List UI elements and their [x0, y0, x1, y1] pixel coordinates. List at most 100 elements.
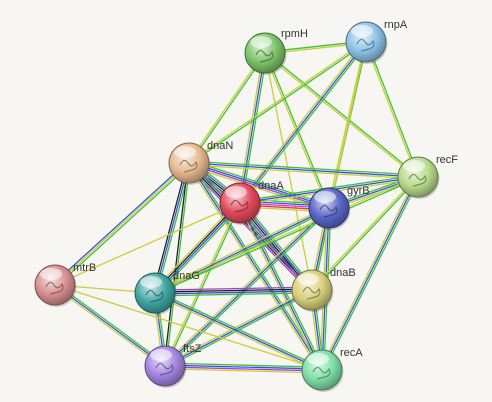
node-dnaN[interactable]: dnaN — [168, 140, 233, 185]
edge-line-yellow — [152, 200, 239, 292]
edge-line-green — [366, 41, 420, 178]
edge-line-yellow — [53, 285, 165, 369]
node-highlight — [250, 36, 272, 48]
edge-dnaA-dnaG[interactable] — [152, 200, 243, 296]
edge-dnaB-dnaG[interactable] — [154, 286, 313, 297]
edge-line-yellow — [54, 162, 190, 286]
edge-line-blue — [164, 289, 313, 367]
node-highlight — [403, 160, 425, 172]
node-label-dnaN: dnaN — [207, 140, 233, 152]
edge-line-blue — [154, 162, 190, 294]
protein-structure-icon — [356, 38, 375, 52]
protein-structure-icon — [312, 366, 331, 380]
node-recA[interactable]: recA — [301, 347, 363, 392]
protein-structure-icon — [45, 281, 64, 295]
node-highlight — [174, 146, 196, 158]
edge-line-green — [264, 51, 420, 177]
edge-rnpA-dnaA[interactable] — [237, 40, 369, 205]
edge-dnaA-mtrB[interactable] — [54, 202, 241, 286]
edge-rpmH-recF[interactable] — [263, 51, 420, 179]
edge-rpmH-dnaN[interactable] — [187, 51, 267, 165]
edge-line-yellow — [153, 175, 419, 293]
edge-line-purple — [154, 286, 313, 291]
node-rnpA[interactable]: rnpA — [345, 19, 408, 64]
edge-line-black — [163, 162, 189, 367]
edge-line-yellow — [187, 51, 265, 164]
node-dnaG[interactable]: dnaG — [134, 270, 200, 315]
edge-line-yellow — [164, 368, 323, 374]
edge-line-green — [55, 163, 191, 288]
node-label-ftsZ: ftsZ — [183, 343, 202, 355]
edge-line-blue — [239, 41, 367, 204]
edge-line-black — [154, 288, 313, 293]
edge-rnpA-recF[interactable] — [364, 41, 420, 178]
node-label-dnaA: dnaA — [258, 180, 284, 192]
edge-recF-recA[interactable] — [319, 175, 421, 372]
protein-structure-icon — [319, 204, 338, 218]
edge-line-blue — [164, 364, 323, 370]
node-dnaB[interactable]: dnaB — [291, 267, 356, 312]
node-highlight — [150, 349, 172, 361]
protein-structure-icon — [302, 286, 321, 300]
edge-rnpA-dnaN[interactable] — [187, 40, 368, 165]
edge-line-blue — [188, 162, 419, 178]
node-ftsZ[interactable]: ftsZ — [144, 343, 202, 388]
edge-line-blue — [188, 162, 323, 371]
edge-line-yellow — [163, 201, 240, 367]
protein-structure-icon — [255, 49, 274, 63]
edge-recF-dnaB[interactable] — [310, 175, 420, 292]
edge-line-blue — [54, 284, 166, 367]
edge-line-green — [55, 282, 167, 366]
edge-line-green — [188, 42, 368, 165]
edge-line-green — [154, 177, 420, 295]
edge-mtrB-recA[interactable] — [54, 284, 323, 371]
edge-recF-dnaG[interactable] — [153, 175, 420, 295]
edge-line-blue — [239, 202, 323, 371]
node-mtrB[interactable]: mtrB — [34, 262, 96, 307]
protein-structure-icon — [230, 199, 249, 213]
node-label-rpmH: rpmH — [281, 28, 308, 40]
edge-dnaN-recF[interactable] — [188, 160, 419, 180]
edge-dnaN-mtrB[interactable] — [53, 160, 191, 288]
edge-line-green — [265, 51, 331, 209]
edge-line-green — [189, 52, 267, 165]
node-rpmH[interactable]: rpmH — [244, 28, 308, 75]
edge-line-yellow — [54, 284, 323, 371]
edge-line-blue — [155, 203, 242, 295]
edge-line-green — [189, 159, 331, 206]
edge-line-yellow — [187, 40, 367, 163]
edge-ftsZ-recA[interactable] — [164, 362, 323, 374]
node-label-recA: recA — [340, 347, 363, 359]
node-label-recF: recF — [436, 154, 458, 166]
edge-line-blue — [188, 161, 330, 208]
edge-line-green — [312, 176, 420, 292]
edge-dnaA-ftsZ[interactable] — [163, 201, 242, 368]
edge-dnaN-recA[interactable] — [186, 161, 325, 372]
edge-line-yellow — [54, 202, 241, 286]
edge-line-purple — [186, 164, 311, 293]
edge-line-yellow — [319, 175, 417, 370]
edge-dnaG-recA[interactable] — [153, 290, 324, 373]
edge-line-yellow — [263, 53, 419, 179]
edge-line-yellow — [188, 164, 419, 180]
edge-line-green — [156, 204, 243, 296]
edge-line-green — [323, 177, 421, 372]
edge-line-yellow — [153, 205, 329, 292]
edge-line-yellow — [163, 205, 329, 366]
edge-line-yellow — [327, 41, 366, 209]
protein-structure-icon — [408, 173, 427, 187]
edge-line-black — [152, 161, 188, 294]
node-gyrB[interactable]: gyrB — [308, 185, 370, 230]
node-label-mtrB: mtrB — [73, 262, 96, 274]
node-label-rnpA: rnpA — [384, 19, 408, 31]
node-recF[interactable]: recF — [397, 154, 458, 199]
edge-line-green — [240, 42, 369, 205]
node-highlight — [307, 353, 329, 365]
edge-line-green — [155, 290, 324, 369]
node-dnaA[interactable]: dnaA — [219, 180, 284, 225]
edge-line-green — [189, 161, 325, 370]
node-highlight — [140, 276, 162, 288]
node-highlight — [40, 268, 62, 280]
edge-mtrB-ftsZ[interactable] — [53, 282, 167, 369]
edge-line-blue — [53, 160, 189, 285]
